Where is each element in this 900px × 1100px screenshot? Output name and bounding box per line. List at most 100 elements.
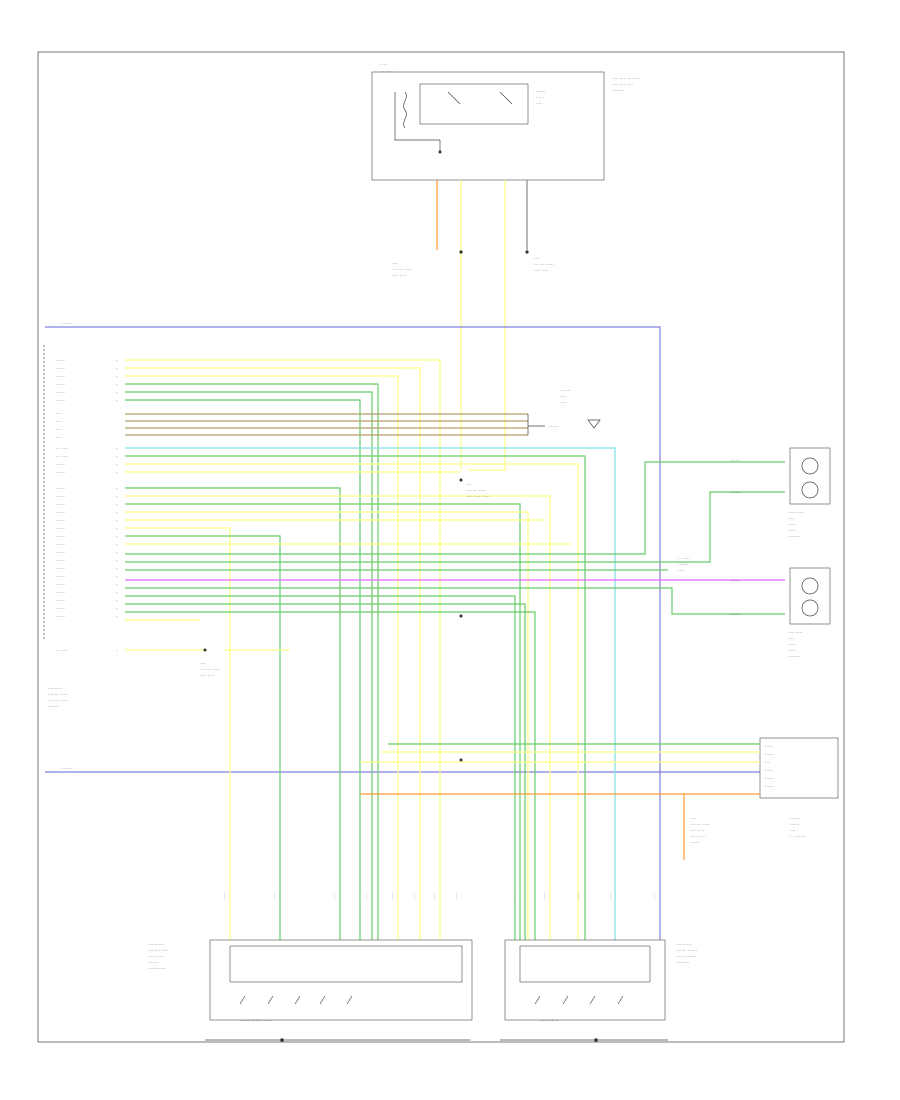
pcm-row: ··········	[56, 527, 231, 940]
pcm-row: ··········	[56, 491, 785, 563]
svg-text:·······: ·······	[536, 89, 545, 94]
pcm-row: ··· · ····· ··	[56, 447, 616, 940]
svg-text:········: ········	[730, 578, 741, 583]
svg-text:··: ··	[116, 615, 118, 619]
svg-text:··: ··	[116, 511, 118, 515]
svg-text:·····: ·····	[790, 828, 797, 833]
svg-text:····· ·····: ····· ·····	[392, 273, 406, 278]
svg-text:··· ·····: ··· ·····	[380, 69, 393, 74]
svg-text:···········: ···········	[48, 686, 63, 691]
pcm-row: ··········	[56, 471, 460, 475]
svg-text:········: ········	[548, 424, 559, 429]
pcm-row: ··········	[56, 375, 399, 940]
svg-text:········: ········	[56, 567, 65, 571]
svg-text:··: ··	[116, 607, 118, 611]
svg-text:··· · ·····: ··· · ·····	[56, 447, 68, 451]
svg-text:······: ······	[273, 893, 277, 900]
pcm-row: ··········	[56, 461, 785, 555]
svg-text:········: ········	[56, 591, 65, 595]
svg-text:········: ········	[56, 535, 65, 539]
pcm-row: ··········	[56, 511, 529, 940]
svg-text:······: ······	[413, 893, 417, 900]
svg-text:······: ······	[513, 893, 517, 900]
transmission-relay: ·· ·· ··· ····· ······· ······ ····· ···…	[371, 62, 641, 181]
svg-text:··· ····· ·····: ··· ····· ·····	[534, 262, 554, 267]
pcm-row: ··········	[56, 391, 373, 940]
svg-text:·····: ·····	[764, 761, 770, 765]
svg-text:··: ··	[116, 551, 118, 555]
svg-text:·········: ·········	[764, 753, 775, 757]
svg-text:··: ··	[116, 463, 118, 467]
pcm-row: ··········	[56, 519, 545, 523]
svg-text:········: ········	[56, 607, 65, 611]
svg-text:··: ··	[116, 495, 118, 499]
svg-text:········ ······: ········ ······	[48, 692, 68, 697]
svg-text:··: ··	[116, 519, 118, 523]
svg-text:······: ······	[333, 893, 337, 900]
pcm-row: ··········	[56, 607, 536, 940]
svg-text:········ ······· ·······: ········ ······· ·······	[240, 1018, 272, 1023]
svg-text:·····: ·····	[788, 636, 795, 641]
svg-text:····: ····	[200, 661, 205, 666]
svg-text:··· ····· ·····: ··· ····· ·····	[200, 667, 220, 672]
svg-text:········: ········	[56, 391, 65, 395]
svg-text:········: ········	[62, 321, 73, 326]
svg-text:········: ········	[56, 559, 65, 563]
output-speed-sensor: ········ ········ ······ ····· ····· ···…	[730, 447, 831, 539]
diagram-frame	[37, 51, 845, 1043]
svg-text:·· ·········: ·· ·········	[790, 834, 806, 839]
svg-text:····· ·····: ····· ·····	[200, 673, 214, 678]
svg-text:········: ········	[56, 463, 65, 467]
svg-text:·····: ·····	[56, 420, 62, 424]
svg-text:·········: ·········	[788, 534, 800, 539]
svg-text:·········: ·········	[612, 88, 624, 93]
pcm-row: ··········	[56, 399, 361, 940]
svg-text:····: ····	[392, 261, 397, 266]
pcm-row: ··········	[56, 383, 379, 940]
svg-text:···· ····· ·····: ···· ····· ·····	[612, 82, 633, 87]
svg-text:··: ··	[116, 591, 118, 595]
svg-text:····· ·····: ····· ·····	[534, 268, 548, 273]
svg-text:······ ·····: ······ ·····	[690, 834, 706, 839]
svg-text:······ ········: ······ ········	[676, 954, 696, 959]
svg-text:······: ······	[609, 893, 613, 900]
svg-text:·····: ·····	[788, 516, 795, 521]
svg-text:········: ········	[56, 383, 65, 387]
svg-text:········: ········	[730, 458, 741, 463]
pcm-row-5v: ··· ········ ···· ··· ····· ····· ····· …	[56, 648, 290, 678]
svg-text:··: ··	[116, 649, 118, 653]
svg-text:·····: ·····	[536, 101, 543, 106]
svg-text:····: ····	[534, 256, 539, 261]
svg-text:······: ······	[788, 648, 796, 653]
pcm-row: ··········	[56, 575, 785, 581]
svg-text:········: ········	[56, 367, 65, 371]
svg-text:·· ··: ·· ··	[380, 62, 387, 67]
svg-text:····· ·····: ····· ·····	[690, 828, 704, 833]
svg-text:········: ········	[56, 375, 65, 379]
svg-text:············: ············	[676, 942, 692, 947]
svg-text:··· ····· ·····: ··· ····· ·····	[466, 488, 486, 493]
svg-text:··: ··	[116, 487, 118, 491]
svg-text:········: ········	[764, 769, 773, 773]
svg-text:········: ········	[56, 503, 65, 507]
svg-text:········: ········	[56, 543, 65, 547]
input-speed-sensor: ········ ········ ····· ····· ····· ····…	[678, 556, 831, 659]
pcm-connector: ··········· ········ ······ ··· ····· ··…	[43, 345, 68, 709]
svg-text:········: ········	[62, 766, 73, 771]
svg-text:·········: ·········	[764, 785, 775, 789]
svg-text:········: ········	[56, 399, 65, 403]
svg-text:······: ······	[577, 893, 581, 900]
svg-text:······: ······	[365, 893, 369, 900]
svg-text:·········: ·········	[764, 777, 775, 781]
svg-text:··: ··	[116, 575, 118, 579]
pcm-row: ··········	[56, 567, 668, 571]
solenoid-assembly-right: ············ ········ ······· ······ ···…	[500, 939, 697, 1042]
pcm-row: ··········	[56, 463, 579, 940]
svg-text:······: ······	[543, 893, 547, 900]
svg-text:··: ··	[116, 455, 118, 459]
svg-text:······: ······	[223, 893, 227, 900]
svg-text:·······: ·······	[790, 816, 799, 821]
pcm-row: ··········	[56, 535, 281, 940]
ground-bus-top	[45, 326, 661, 940]
svg-text:··: ··	[116, 527, 118, 531]
